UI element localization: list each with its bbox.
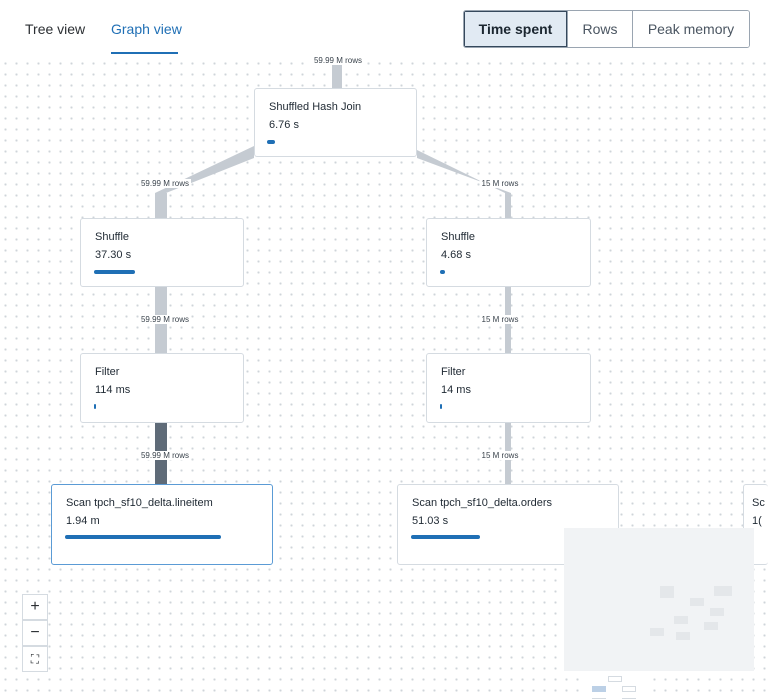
node-time: 1.94 m bbox=[66, 515, 100, 527]
node-filter-left[interactable]: Filter 114 ms bbox=[80, 353, 244, 423]
time-spent-button[interactable]: Time spent bbox=[464, 11, 567, 47]
time-bar bbox=[65, 535, 221, 539]
time-bar bbox=[440, 270, 445, 274]
node-time: 4.68 s bbox=[441, 249, 471, 261]
node-time: 51.03 s bbox=[412, 515, 449, 527]
graph-canvas[interactable]: 59.99 M rows 59.99 M rows 15 M rows 59.9… bbox=[0, 56, 768, 699]
minimap-node bbox=[674, 616, 688, 624]
node-title: Shuffled Hash Join bbox=[269, 101, 362, 113]
minimap-node bbox=[608, 676, 622, 682]
node-title: Filter bbox=[95, 366, 120, 378]
minimap-node bbox=[704, 622, 718, 630]
node-scan-lineitem[interactable]: Scan tpch_sf10_delta.lineitem 1.94 m bbox=[51, 484, 273, 565]
time-bar bbox=[267, 140, 275, 144]
minimap-node bbox=[676, 632, 690, 640]
metric-selector: Time spent Rows Peak memory bbox=[463, 10, 750, 48]
node-time: 114 ms bbox=[95, 384, 131, 396]
zoom-out-button[interactable]: − bbox=[22, 620, 48, 646]
tab-tree-view[interactable]: Tree view bbox=[25, 21, 86, 37]
node-filter-right[interactable]: Filter 14 ms bbox=[426, 353, 591, 423]
edge-label-shuffle-left: 59.99 M rows bbox=[138, 315, 192, 324]
node-title: Scan tpch_sf10_delta.orders bbox=[412, 497, 553, 509]
tab-graph-view[interactable]: Graph view bbox=[111, 21, 182, 37]
edge-top bbox=[332, 58, 342, 88]
edge-label-shuffle-right: 15 M rows bbox=[479, 315, 521, 324]
edge-join-right bbox=[505, 193, 511, 218]
minimap-node bbox=[622, 686, 636, 692]
minimap-node bbox=[660, 590, 674, 598]
node-shuffle-left[interactable]: Shuffle 37.30 s bbox=[80, 218, 244, 287]
node-shuffled-hash-join[interactable]: Shuffled Hash Join 6.76 s bbox=[254, 88, 417, 157]
minimap-node bbox=[592, 686, 606, 692]
node-time: 37.30 s bbox=[95, 249, 132, 261]
minimap-node bbox=[714, 586, 732, 596]
node-title: Filter bbox=[441, 366, 466, 378]
node-time: 6.76 s bbox=[269, 119, 299, 131]
minimap-node bbox=[690, 598, 704, 606]
node-time: 1( bbox=[752, 515, 762, 527]
fit-view-button[interactable]: ⛶ bbox=[22, 646, 48, 672]
peak-memory-button[interactable]: Peak memory bbox=[632, 11, 749, 47]
node-title: Shuffle bbox=[441, 231, 476, 243]
node-shuffle-right[interactable]: Shuffle 4.68 s bbox=[426, 218, 591, 287]
time-bar bbox=[411, 535, 480, 539]
rows-button[interactable]: Rows bbox=[567, 11, 632, 47]
edge-label-join-left: 59.99 M rows bbox=[138, 179, 192, 188]
edge-label-filter-left: 59.99 M rows bbox=[138, 451, 192, 460]
minimap-node bbox=[710, 608, 724, 616]
node-title: Sc bbox=[752, 497, 765, 509]
time-bar bbox=[440, 404, 442, 409]
zoom-in-button[interactable]: + bbox=[22, 594, 48, 620]
node-title: Shuffle bbox=[95, 231, 130, 243]
time-bar bbox=[94, 270, 135, 274]
fit-view-icon: ⛶ bbox=[30, 651, 40, 666]
node-title: Scan tpch_sf10_delta.lineitem bbox=[66, 497, 213, 509]
edge-label-top: 59.99 M rows bbox=[311, 56, 365, 65]
edge-label-join-right: 15 M rows bbox=[479, 179, 521, 188]
edge-join-left bbox=[155, 193, 167, 218]
view-tabs: Tree view Graph view Time spent Rows Pea… bbox=[0, 0, 768, 58]
minimap-node bbox=[650, 628, 664, 636]
active-tab-indicator bbox=[111, 52, 178, 54]
time-bar bbox=[94, 404, 96, 409]
edge-label-filter-right: 15 M rows bbox=[479, 451, 521, 460]
node-time: 14 ms bbox=[441, 384, 471, 396]
minimap[interactable] bbox=[564, 528, 754, 699]
